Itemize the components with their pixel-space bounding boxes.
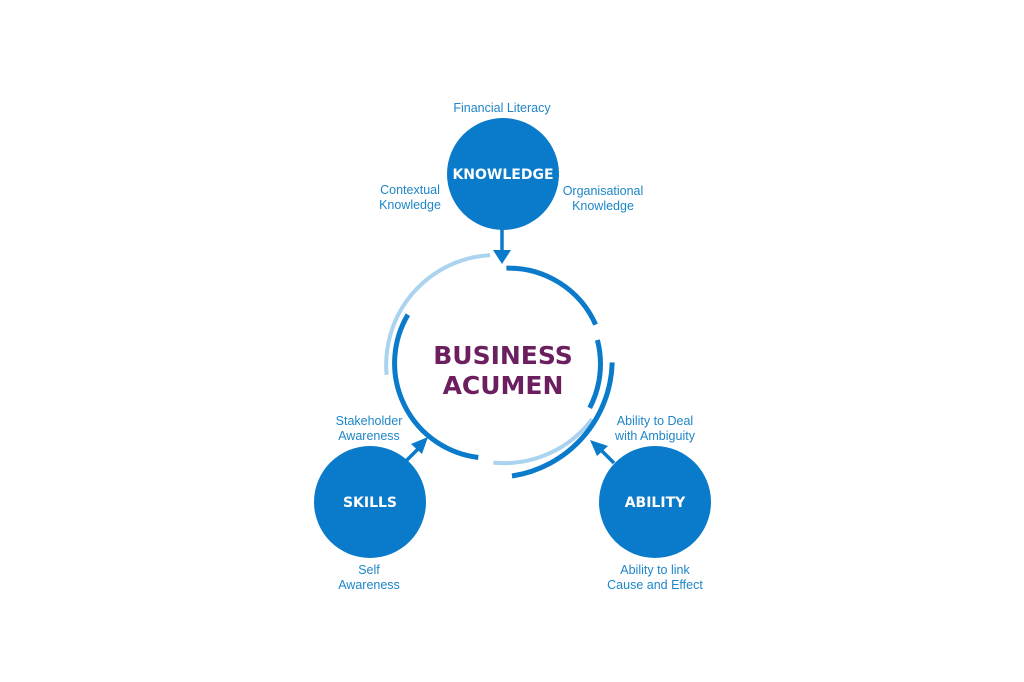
ring-arc-outer-right <box>511 362 615 479</box>
annotation-stakeholder-awareness-line1: Stakeholder <box>336 414 403 428</box>
skills-label: SKILLS <box>343 495 397 511</box>
skills-annotations: Stakeholder Awareness Self Awareness <box>336 414 403 592</box>
annotation-cause-effect-line2: Cause and Effect <box>607 578 703 592</box>
ability-annotations: Ability to Deal with Ambiguity Ability t… <box>607 414 703 592</box>
center-title-line2: ACUMEN <box>443 371 564 400</box>
arrow-ability <box>590 440 616 465</box>
ring-arc-outer-top-left <box>384 253 491 375</box>
ability-circle <box>599 446 711 558</box>
node-skills: SKILLS <box>314 446 426 558</box>
arrow-skills <box>403 437 428 464</box>
annotation-ambiguity-line2: with Ambiguity <box>614 429 696 443</box>
annotation-self-awareness-line1: Self <box>358 563 380 577</box>
annotation-contextual-knowledge-line2: Knowledge <box>379 198 441 212</box>
knowledge-label: KNOWLEDGE <box>452 167 553 183</box>
knowledge-annotations: Financial Literacy Contextual Knowledge … <box>379 101 643 213</box>
ring-arc-right <box>587 339 603 410</box>
annotation-stakeholder-awareness-line2: Awareness <box>338 429 400 443</box>
annotation-organisational-knowledge-line2: Knowledge <box>572 199 634 213</box>
annotation-cause-effect-line1: Ability to link <box>620 563 690 577</box>
center-ring <box>384 253 615 479</box>
ability-label: ABILITY <box>625 495 686 511</box>
arrow-knowledge <box>493 228 511 264</box>
center-title: BUSINESS ACUMEN <box>433 341 573 400</box>
node-knowledge: KNOWLEDGE <box>447 118 559 230</box>
knowledge-circle <box>447 118 559 230</box>
annotation-ambiguity-line1: Ability to Deal <box>617 414 693 428</box>
annotation-financial-literacy: Financial Literacy <box>453 101 551 115</box>
ring-arc-top <box>506 265 598 326</box>
center-title-line1: BUSINESS <box>433 341 573 370</box>
ring-arc-bottom-left <box>392 313 479 460</box>
annotation-contextual-knowledge-line1: Contextual <box>380 183 440 197</box>
ring-arc-outer-bottom <box>493 417 594 466</box>
node-ability: ABILITY <box>599 446 711 558</box>
skills-circle <box>314 446 426 558</box>
annotation-self-awareness-line2: Awareness <box>338 578 400 592</box>
annotation-organisational-knowledge-line1: Organisational <box>563 184 644 198</box>
